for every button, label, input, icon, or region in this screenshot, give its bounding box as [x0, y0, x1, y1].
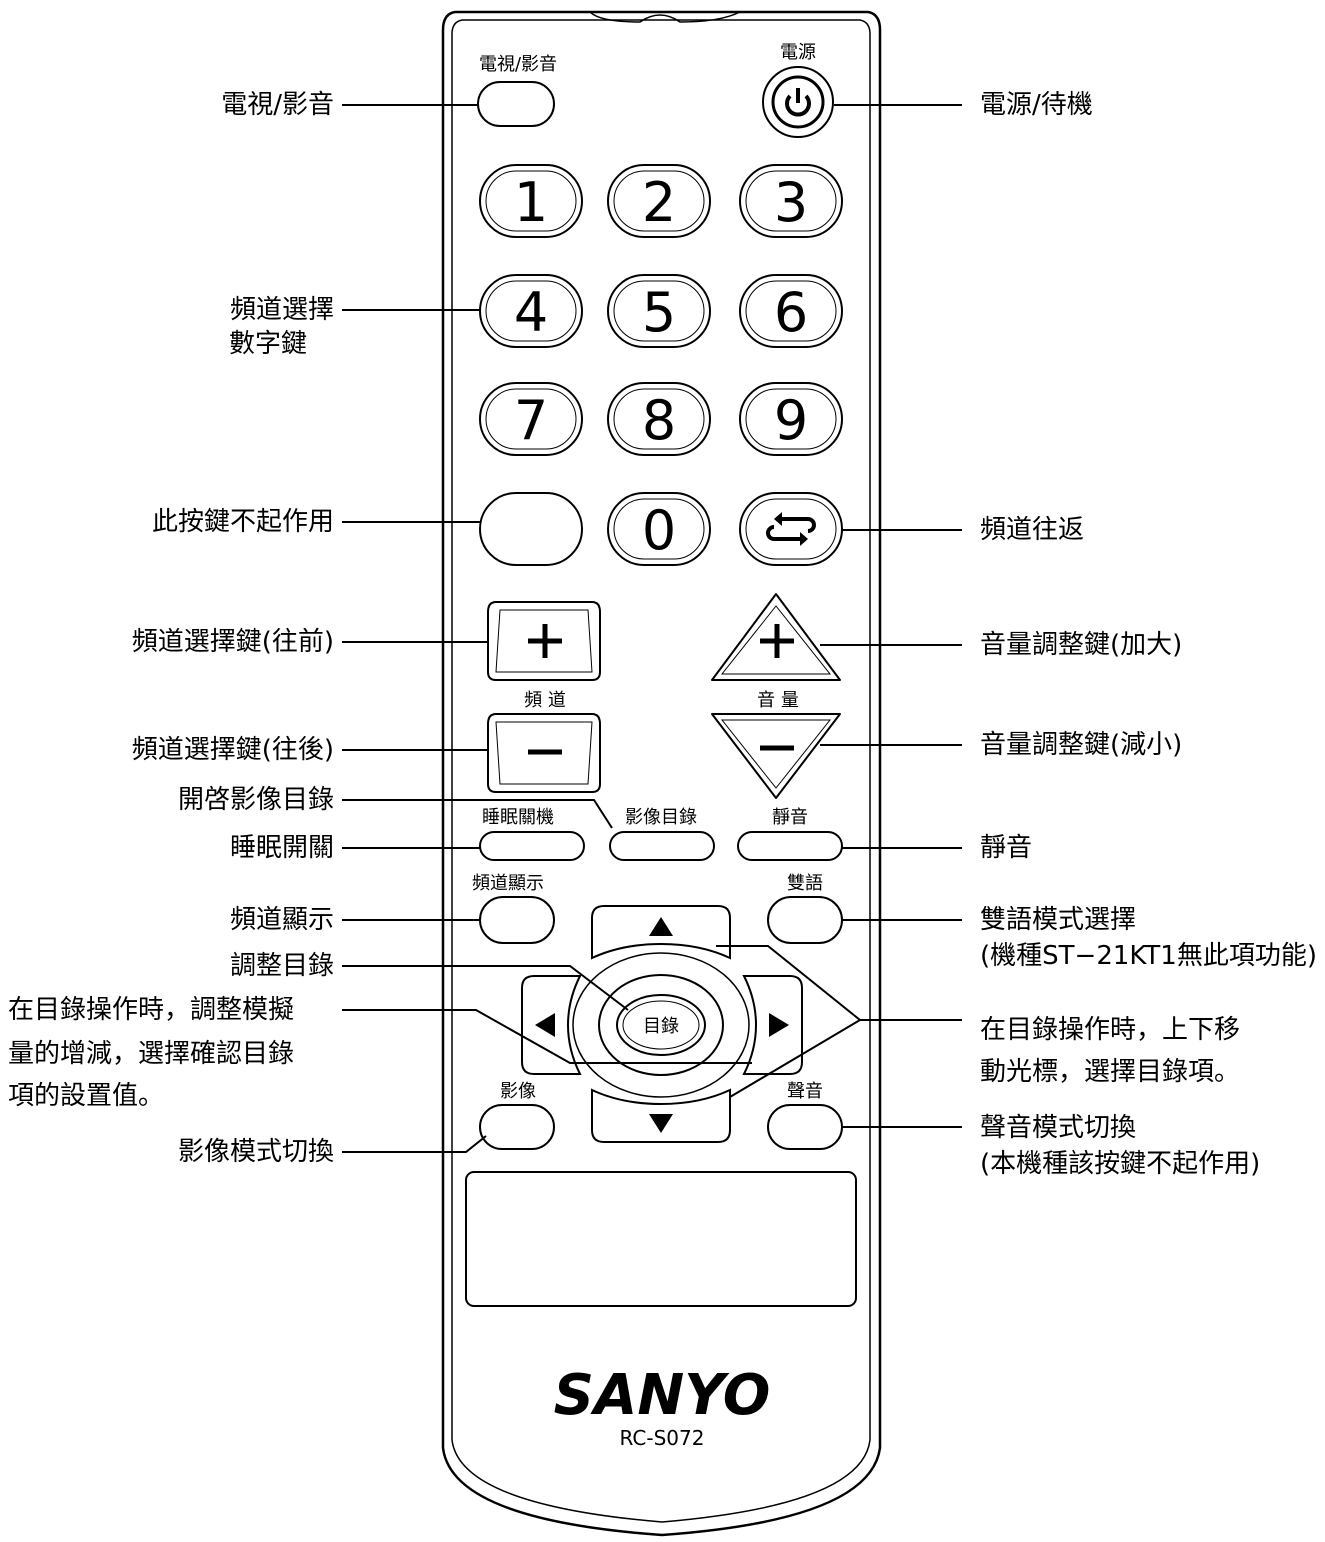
callout-numeric-line2: 數字鍵	[229, 329, 307, 359]
digit-button-4[interactable]: 4	[479, 274, 583, 348]
tv-av-label: 電視/影音	[479, 54, 557, 75]
picture-menu-label: 影像目錄	[625, 807, 697, 828]
sound-label: 聲音	[787, 1081, 823, 1102]
menu-label: 目錄	[643, 1016, 679, 1037]
callout-ch-up: 頻道選擇鍵(往前)	[132, 627, 334, 657]
digit-button-0[interactable]: 0	[607, 492, 711, 566]
digit-label: 2	[642, 171, 676, 234]
mute-label: 靜音	[772, 807, 808, 828]
digit-label[interactable]: 3	[774, 171, 808, 234]
callout-lines	[342, 104, 752, 1153]
display-label: 頻道顯示	[472, 873, 544, 894]
sleep-label: 睡眠關機	[482, 807, 554, 828]
digit-label: 8	[642, 389, 676, 452]
callout-open-menu: 開啓影像目錄	[178, 785, 334, 815]
digit-button-9[interactable]: 9	[739, 382, 843, 456]
callout-sleep: 睡眠開關	[230, 833, 334, 863]
arrow-up-icon	[649, 917, 673, 936]
arrow-left-icon	[535, 1013, 555, 1037]
channel-down-button[interactable]	[487, 713, 601, 793]
digit-button-2[interactable]: 2	[607, 164, 711, 238]
callout-numeric-line1: 頻道選擇	[230, 295, 334, 325]
channel-label: 頻 道	[524, 690, 566, 711]
sound-mode-button[interactable]	[767, 1104, 843, 1150]
callout-sound-mode-line2: (本機種該按鍵不起作用)	[980, 1149, 1260, 1179]
callout-menu-move-line1: 在目錄操作時，上下移	[980, 1015, 1240, 1045]
digit-button-1[interactable]: 1	[479, 164, 583, 238]
callout-inactive: 此按鍵不起作用	[152, 507, 334, 537]
callout-menu-adjust-line3: 項的設置值。	[8, 1081, 164, 1111]
picture-mode-button[interactable]	[479, 1104, 555, 1150]
digit-label: 9	[774, 389, 808, 452]
cover-panel	[465, 1171, 857, 1307]
recall-icon	[766, 512, 816, 546]
brand-logo: SANYO	[554, 1363, 771, 1428]
volume-label: 音 量	[757, 690, 799, 711]
digit-label: 7	[514, 389, 548, 452]
display-button[interactable]	[479, 896, 555, 944]
nav-cluster: 目錄	[521, 905, 803, 1143]
digit-label: 0	[642, 499, 676, 562]
picture-label: 影像	[500, 1081, 536, 1102]
digit-button-3[interactable]: 3	[739, 164, 843, 238]
callout-ch-down: 頻道選擇鍵(往後)	[132, 735, 334, 765]
model-number: RC-S072	[620, 1426, 705, 1450]
digit-label: 5	[642, 281, 676, 344]
tv-av-button[interactable]	[477, 81, 555, 127]
bilingual-button[interactable]	[767, 896, 843, 944]
callout-vol-up: 音量調整鍵(加大)	[980, 630, 1182, 660]
volume-up-button[interactable]	[711, 593, 841, 681]
callout-power: 電源/待機	[980, 90, 1093, 120]
inactive-button[interactable]	[479, 492, 583, 566]
picture-menu-button[interactable]	[609, 831, 715, 861]
callout-menu-adjust-line2: 量的增減，選擇確認目錄	[8, 1039, 294, 1069]
digit-button-5[interactable]: 5	[607, 274, 711, 348]
callout-display: 頻道顯示	[230, 905, 334, 935]
digit-label: 1	[514, 171, 548, 234]
power-icon	[785, 88, 811, 117]
plus-icon	[528, 624, 562, 658]
recall-button[interactable]	[739, 492, 843, 566]
digit-button-6[interactable]: 6	[739, 274, 843, 348]
sleep-button[interactable]	[479, 831, 585, 861]
menu-button[interactable]	[616, 994, 706, 1056]
callout-lines-right	[716, 104, 962, 1128]
digit-button-7[interactable]: 7	[479, 382, 583, 456]
arrow-right-icon	[769, 1013, 789, 1037]
callout-sound-mode-line1: 聲音模式切換	[980, 1113, 1136, 1143]
callout-vol-down: 音量調整鍵(減小)	[980, 730, 1182, 760]
callout-tv-av: 電視/影音	[221, 90, 334, 120]
callout-menu-adjust-line1: 在目錄操作時，調整模擬	[8, 995, 294, 1025]
plus-icon	[760, 624, 794, 658]
callout-menu-move-line2: 動光標，選擇目錄項。	[980, 1057, 1240, 1087]
callout-recall: 頻道往返	[980, 515, 1084, 545]
bilingual-label: 雙語	[787, 873, 823, 894]
arrow-down-icon	[649, 1114, 673, 1133]
mute-button[interactable]	[737, 831, 843, 861]
digit-label: 4	[514, 281, 548, 344]
channel-up-button[interactable]	[487, 601, 601, 681]
volume-down-button[interactable]	[711, 713, 841, 799]
digit-label: 6	[774, 281, 808, 344]
power-label: 電源	[780, 42, 816, 63]
callout-bilingual-line1: 雙語模式選擇	[980, 905, 1136, 935]
power-button[interactable]	[762, 66, 834, 138]
callout-picture-mode: 影像模式切換	[178, 1137, 334, 1167]
callout-bilingual-line2: (機種ST−21KT1無此項功能)	[980, 941, 1317, 971]
digit-button-8[interactable]: 8	[607, 382, 711, 456]
callout-adjust-menu: 調整目錄	[230, 951, 334, 981]
callout-mute: 靜音	[980, 833, 1032, 863]
